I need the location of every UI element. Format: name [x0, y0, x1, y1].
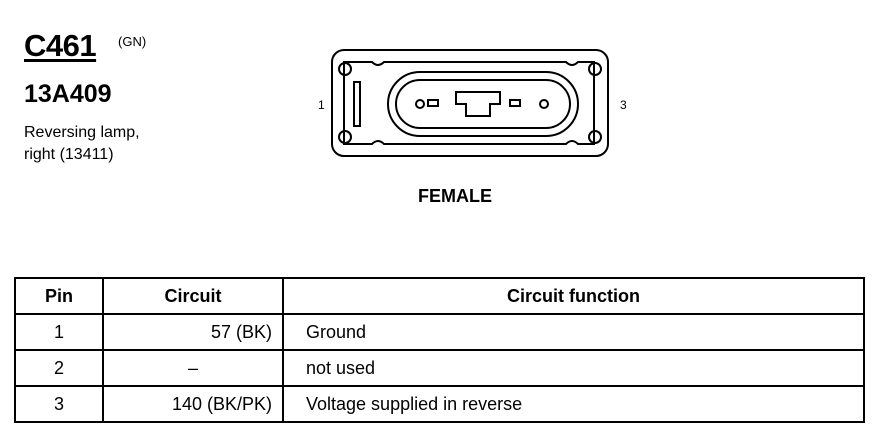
header-pin: Pin	[14, 277, 104, 315]
connector-housing-outer	[331, 49, 609, 157]
connector-id-text: C461	[24, 28, 97, 63]
cell-function: Ground	[282, 313, 865, 351]
description-line-1: Reversing lamp,	[24, 124, 140, 141]
terminal-cavity-outer	[387, 71, 579, 137]
connector-housing-inner	[343, 61, 595, 145]
center-key	[455, 91, 501, 117]
cell-function: not used	[282, 349, 865, 387]
part-number: 13A409	[24, 80, 112, 108]
header-circuit: Circuit	[102, 277, 284, 315]
cell-circuit: –	[102, 349, 284, 387]
terminal-1-slot	[427, 99, 439, 107]
pin-1-label: 1	[318, 98, 325, 112]
latch-bar	[353, 81, 361, 127]
gender-label: FEMALE	[418, 186, 492, 206]
connector-face-diagram	[331, 49, 609, 157]
cell-pin: 3	[14, 385, 104, 423]
table-header-row: Pin Circuit Circuit function	[14, 277, 865, 315]
pin-3-label: 3	[620, 98, 627, 112]
ear-bottom-right	[588, 130, 602, 144]
pin-table: Pin Circuit Circuit function 1 57 (BK) G…	[14, 277, 865, 423]
cell-circuit: 140 (BK/PK)	[102, 385, 284, 423]
description-line-2: right (13411)	[24, 146, 114, 163]
table-row: 2 – not used	[14, 349, 865, 387]
terminal-3-slot	[509, 99, 521, 107]
connector-id: C461	[24, 28, 97, 64]
terminal-1	[415, 99, 425, 109]
cell-circuit: 57 (BK)	[102, 313, 284, 351]
cell-pin: 2	[14, 349, 104, 387]
cell-function: Voltage supplied in reverse	[282, 385, 865, 423]
table-row: 3 140 (BK/PK) Voltage supplied in revers…	[14, 385, 865, 423]
connector-color: (GN)	[118, 34, 147, 49]
terminal-cavity-inner	[395, 79, 571, 129]
ear-top-left	[338, 62, 352, 76]
ear-top-right	[588, 62, 602, 76]
terminal-3	[539, 99, 549, 109]
cell-pin: 1	[14, 313, 104, 351]
ear-bottom-left	[338, 130, 352, 144]
table-row: 1 57 (BK) Ground	[14, 313, 865, 351]
header-function: Circuit function	[282, 277, 865, 315]
